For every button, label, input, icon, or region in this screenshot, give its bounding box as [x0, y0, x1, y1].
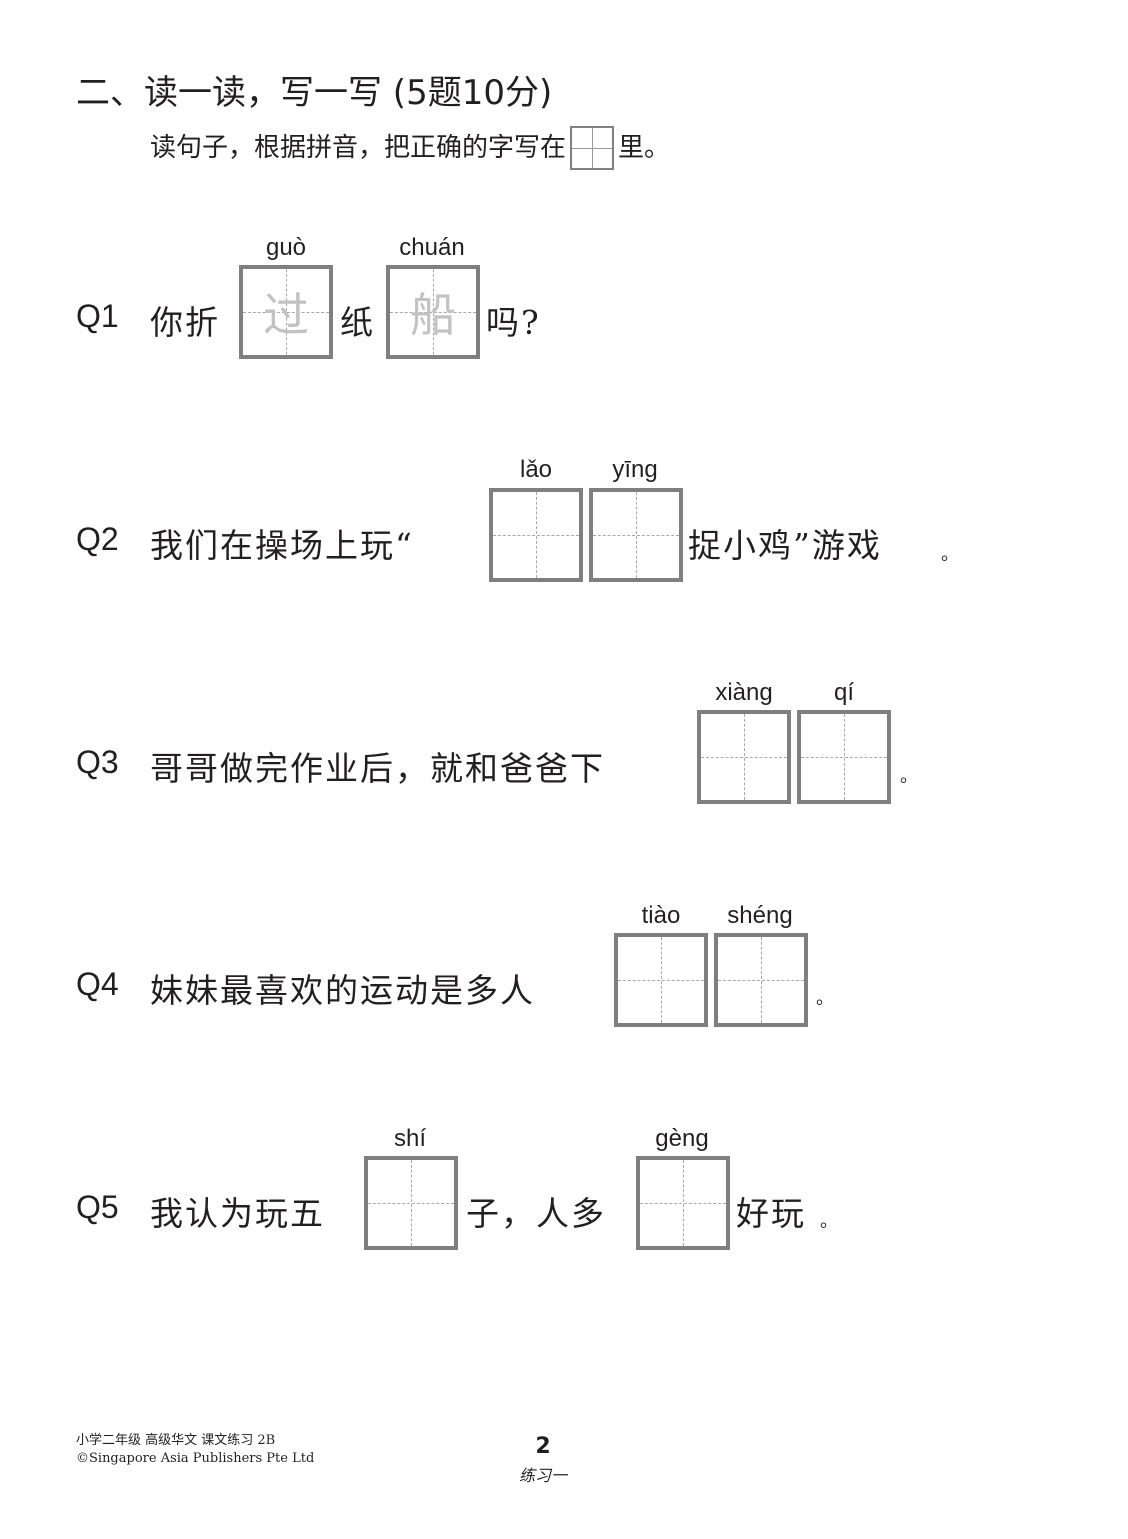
answer-char: 船 — [410, 288, 456, 342]
question-number: Q2 — [76, 521, 119, 557]
period-mark: 。 — [816, 988, 834, 1009]
answer-box[interactable] — [489, 488, 583, 582]
question-text: 纸 — [340, 303, 375, 342]
answer-char: 过 — [263, 288, 309, 342]
instruction-text-end: 里。 — [618, 133, 671, 163]
answer-box[interactable] — [589, 488, 683, 582]
pinyin-label: lǎo — [519, 456, 553, 483]
instruction-text: 读句子，根据拼音，把正确的字写在 — [150, 133, 567, 163]
pinyin-label: shéng — [727, 902, 793, 929]
answer-char — [493, 492, 579, 578]
question-number: Q3 — [76, 744, 119, 780]
answer-box[interactable] — [714, 933, 808, 1027]
answer-box[interactable] — [364, 1156, 458, 1250]
answer-char — [368, 1160, 454, 1246]
answer-char — [701, 714, 787, 800]
page-number: 2 — [535, 1434, 551, 1459]
answer-box[interactable] — [797, 710, 891, 804]
pinyin-label: tiào — [641, 902, 681, 929]
answer-char — [593, 492, 679, 578]
question-text: 吗? — [486, 303, 541, 342]
pinyin-label: qí — [833, 679, 854, 706]
exercise-label: 练习一 — [518, 1466, 567, 1485]
question-number: Q4 — [76, 966, 119, 1002]
question-text: 捉小鸡”游戏 — [688, 526, 882, 565]
footer-info: 小学二年级 高级华文 课文练习 2B ©Singapore Asia Publi… — [76, 1432, 314, 1468]
period-mark: 。 — [900, 766, 918, 787]
pinyin-label: guò — [265, 234, 307, 261]
question-text: 你折 — [150, 303, 220, 342]
book-title: 小学二年级 高级华文 课文练习 2B — [76, 1433, 276, 1448]
period-mark: 。 — [941, 544, 959, 565]
grid-box-icon — [570, 126, 615, 170]
pinyin-label: gèng — [655, 1125, 709, 1152]
question-number: Q1 — [76, 298, 119, 334]
period-mark: 。 — [820, 1211, 838, 1232]
question-number: Q5 — [76, 1189, 119, 1225]
question-text: 子，人多 — [466, 1194, 606, 1233]
answer-char — [718, 937, 804, 1023]
pinyin-label: yīng — [612, 456, 658, 483]
question-text: 我认为玩五 — [150, 1194, 325, 1233]
copyright: ©Singapore Asia Publishers Pte Ltd — [76, 1451, 315, 1466]
pinyin-label: shí — [393, 1125, 426, 1152]
answer-box[interactable] — [614, 933, 708, 1027]
answer-box[interactable]: 过 — [239, 265, 333, 359]
question-text: 哥哥做完作业后，就和爸爸下 — [150, 749, 605, 788]
answer-char — [640, 1160, 726, 1246]
pinyin-label: xiàng — [715, 679, 773, 706]
instruction: 读句子，根据拼音，把正确的字写在 里。 — [150, 126, 670, 170]
section-title: 二、读一读，写一写 (5题10分) — [76, 73, 553, 113]
answer-box[interactable]: 船 — [386, 265, 480, 359]
answer-char — [618, 937, 704, 1023]
answer-char — [801, 714, 887, 800]
question-text: 好玩 — [736, 1194, 806, 1233]
question-text: 妹妹最喜欢的运动是多人 — [150, 971, 535, 1010]
question-text: 我们在操场上玩“ — [150, 526, 414, 565]
answer-box[interactable] — [636, 1156, 730, 1250]
answer-box[interactable] — [697, 710, 791, 804]
pinyin-label: chuán — [399, 234, 465, 261]
